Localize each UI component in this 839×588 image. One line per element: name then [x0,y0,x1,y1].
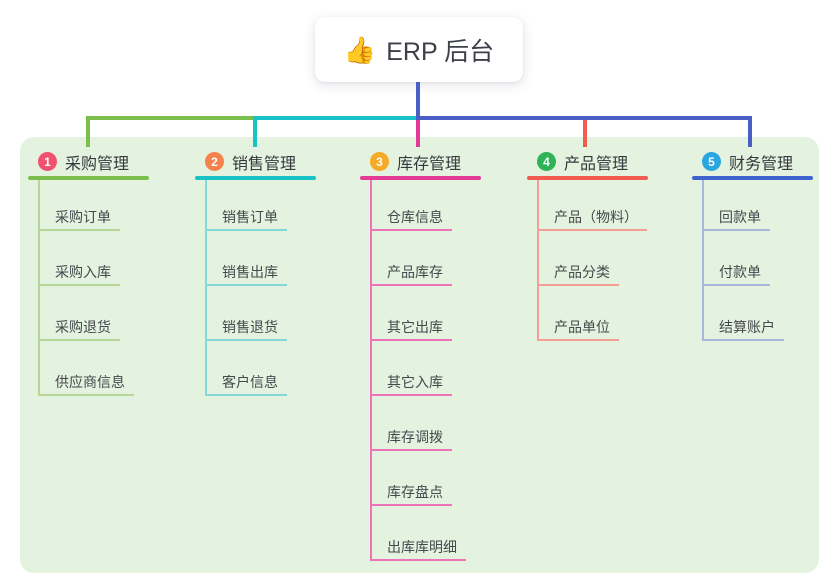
branch-number-badge: 1 [38,152,57,171]
branch-underline [360,176,481,180]
branch-underline [195,176,316,180]
child-node[interactable]: 采购入库 [38,260,120,286]
child-node[interactable]: 客户信息 [205,370,287,396]
drop-line-branch2 [253,116,257,147]
child-node[interactable]: 采购退货 [38,315,120,341]
branch-underline [527,176,648,180]
branch-title: 采购管理 [65,155,130,173]
child-node[interactable]: 产品分类 [537,260,619,286]
child-node[interactable]: 销售订单 [205,205,287,231]
child-node[interactable]: 产品单位 [537,315,619,341]
bus-line-right [416,116,752,120]
branch-underline [28,176,149,180]
branch-number-badge: 3 [370,152,389,171]
drop-line-branch3 [416,120,420,147]
child-node[interactable]: 仓库信息 [370,205,452,231]
child-node[interactable]: 付款单 [702,260,770,286]
child-node[interactable]: 库存盘点 [370,480,452,506]
child-node[interactable]: 库存调拨 [370,425,452,451]
branch-title: 财务管理 [729,155,794,173]
mindmap-background-panel [20,137,819,573]
branch-header[interactable]: 2 销售管理 [195,147,296,176]
branch-trunk-line [537,180,539,341]
child-node[interactable]: 其它入库 [370,370,452,396]
bus-line-branch2 [253,116,420,120]
bus-line-branch1 [86,116,257,120]
child-node[interactable]: 销售退货 [205,315,287,341]
child-node[interactable]: 回款单 [702,205,770,231]
root-connector-line [416,82,420,118]
branch-header[interactable]: 1 采购管理 [28,147,129,176]
child-node[interactable]: 结算账户 [702,315,784,341]
drop-line-branch1 [86,116,90,147]
child-node[interactable]: 供应商信息 [38,370,134,396]
child-node[interactable]: 销售出库 [205,260,287,286]
branch-header[interactable]: 5 财务管理 [692,147,793,176]
drop-line-branch4 [583,120,587,147]
branch-trunk-line [38,180,40,396]
branch-trunk-line [702,180,704,341]
root-node[interactable]: 👍 ERP 后台 [315,17,523,82]
branch-title: 销售管理 [232,155,297,173]
child-node[interactable]: 采购订单 [38,205,120,231]
branch-underline [692,176,813,180]
child-node[interactable]: 出库库明细 [370,535,466,561]
child-node[interactable]: 其它出库 [370,315,452,341]
branch-header[interactable]: 4 产品管理 [527,147,628,176]
branch-title: 产品管理 [564,155,629,173]
branch-trunk-line [370,180,372,561]
root-title: ERP 后台 [386,37,495,66]
branch-number-badge: 4 [537,152,556,171]
child-node[interactable]: 产品（物料） [537,205,647,231]
branch-header[interactable]: 3 库存管理 [360,147,461,176]
child-node[interactable]: 产品库存 [370,260,452,286]
drop-line-branch5 [748,116,752,147]
branch-title: 库存管理 [397,155,462,173]
branch-trunk-line [205,180,207,396]
branch-number-badge: 5 [702,152,721,171]
thumbs-up-icon: 👍 [343,34,377,65]
branch-number-badge: 2 [205,152,224,171]
